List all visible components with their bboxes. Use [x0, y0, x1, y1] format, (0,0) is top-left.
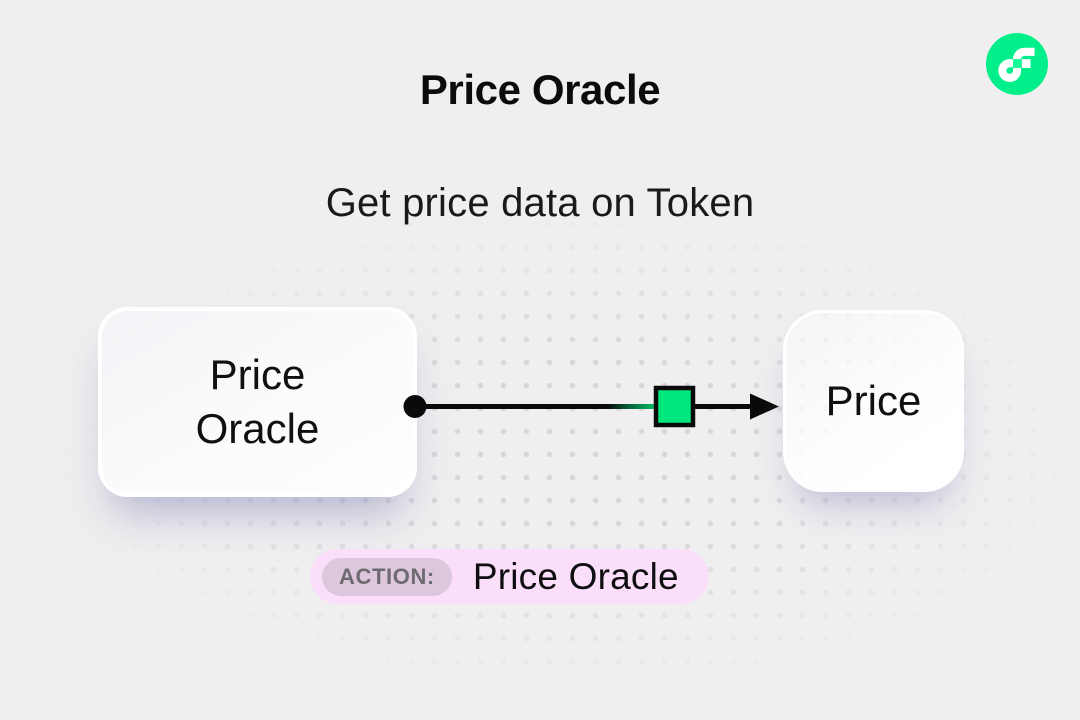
action-badge-label: ACTION: [322, 557, 452, 596]
page-subtitle: Get price data on Token [325, 181, 755, 225]
action-badge: ACTION: Price Oracle [310, 549, 709, 604]
connector-arrowhead-icon [750, 393, 779, 420]
node-price-oracle-label: Price Oracle [195, 351, 320, 452]
connector-marker-square [653, 385, 696, 428]
node-price-oracle: Price Oracle [98, 307, 417, 497]
connector-arrow [403, 385, 779, 428]
node-price: Price [783, 310, 964, 492]
node-price-label: Price [825, 377, 922, 424]
connector-start-dot [403, 395, 427, 418]
action-badge-value: Price Oracle [472, 555, 679, 597]
connector-green-fade [608, 404, 656, 409]
flow-logo-icon [986, 33, 1048, 95]
page-title: Price Oracle [419, 66, 661, 113]
